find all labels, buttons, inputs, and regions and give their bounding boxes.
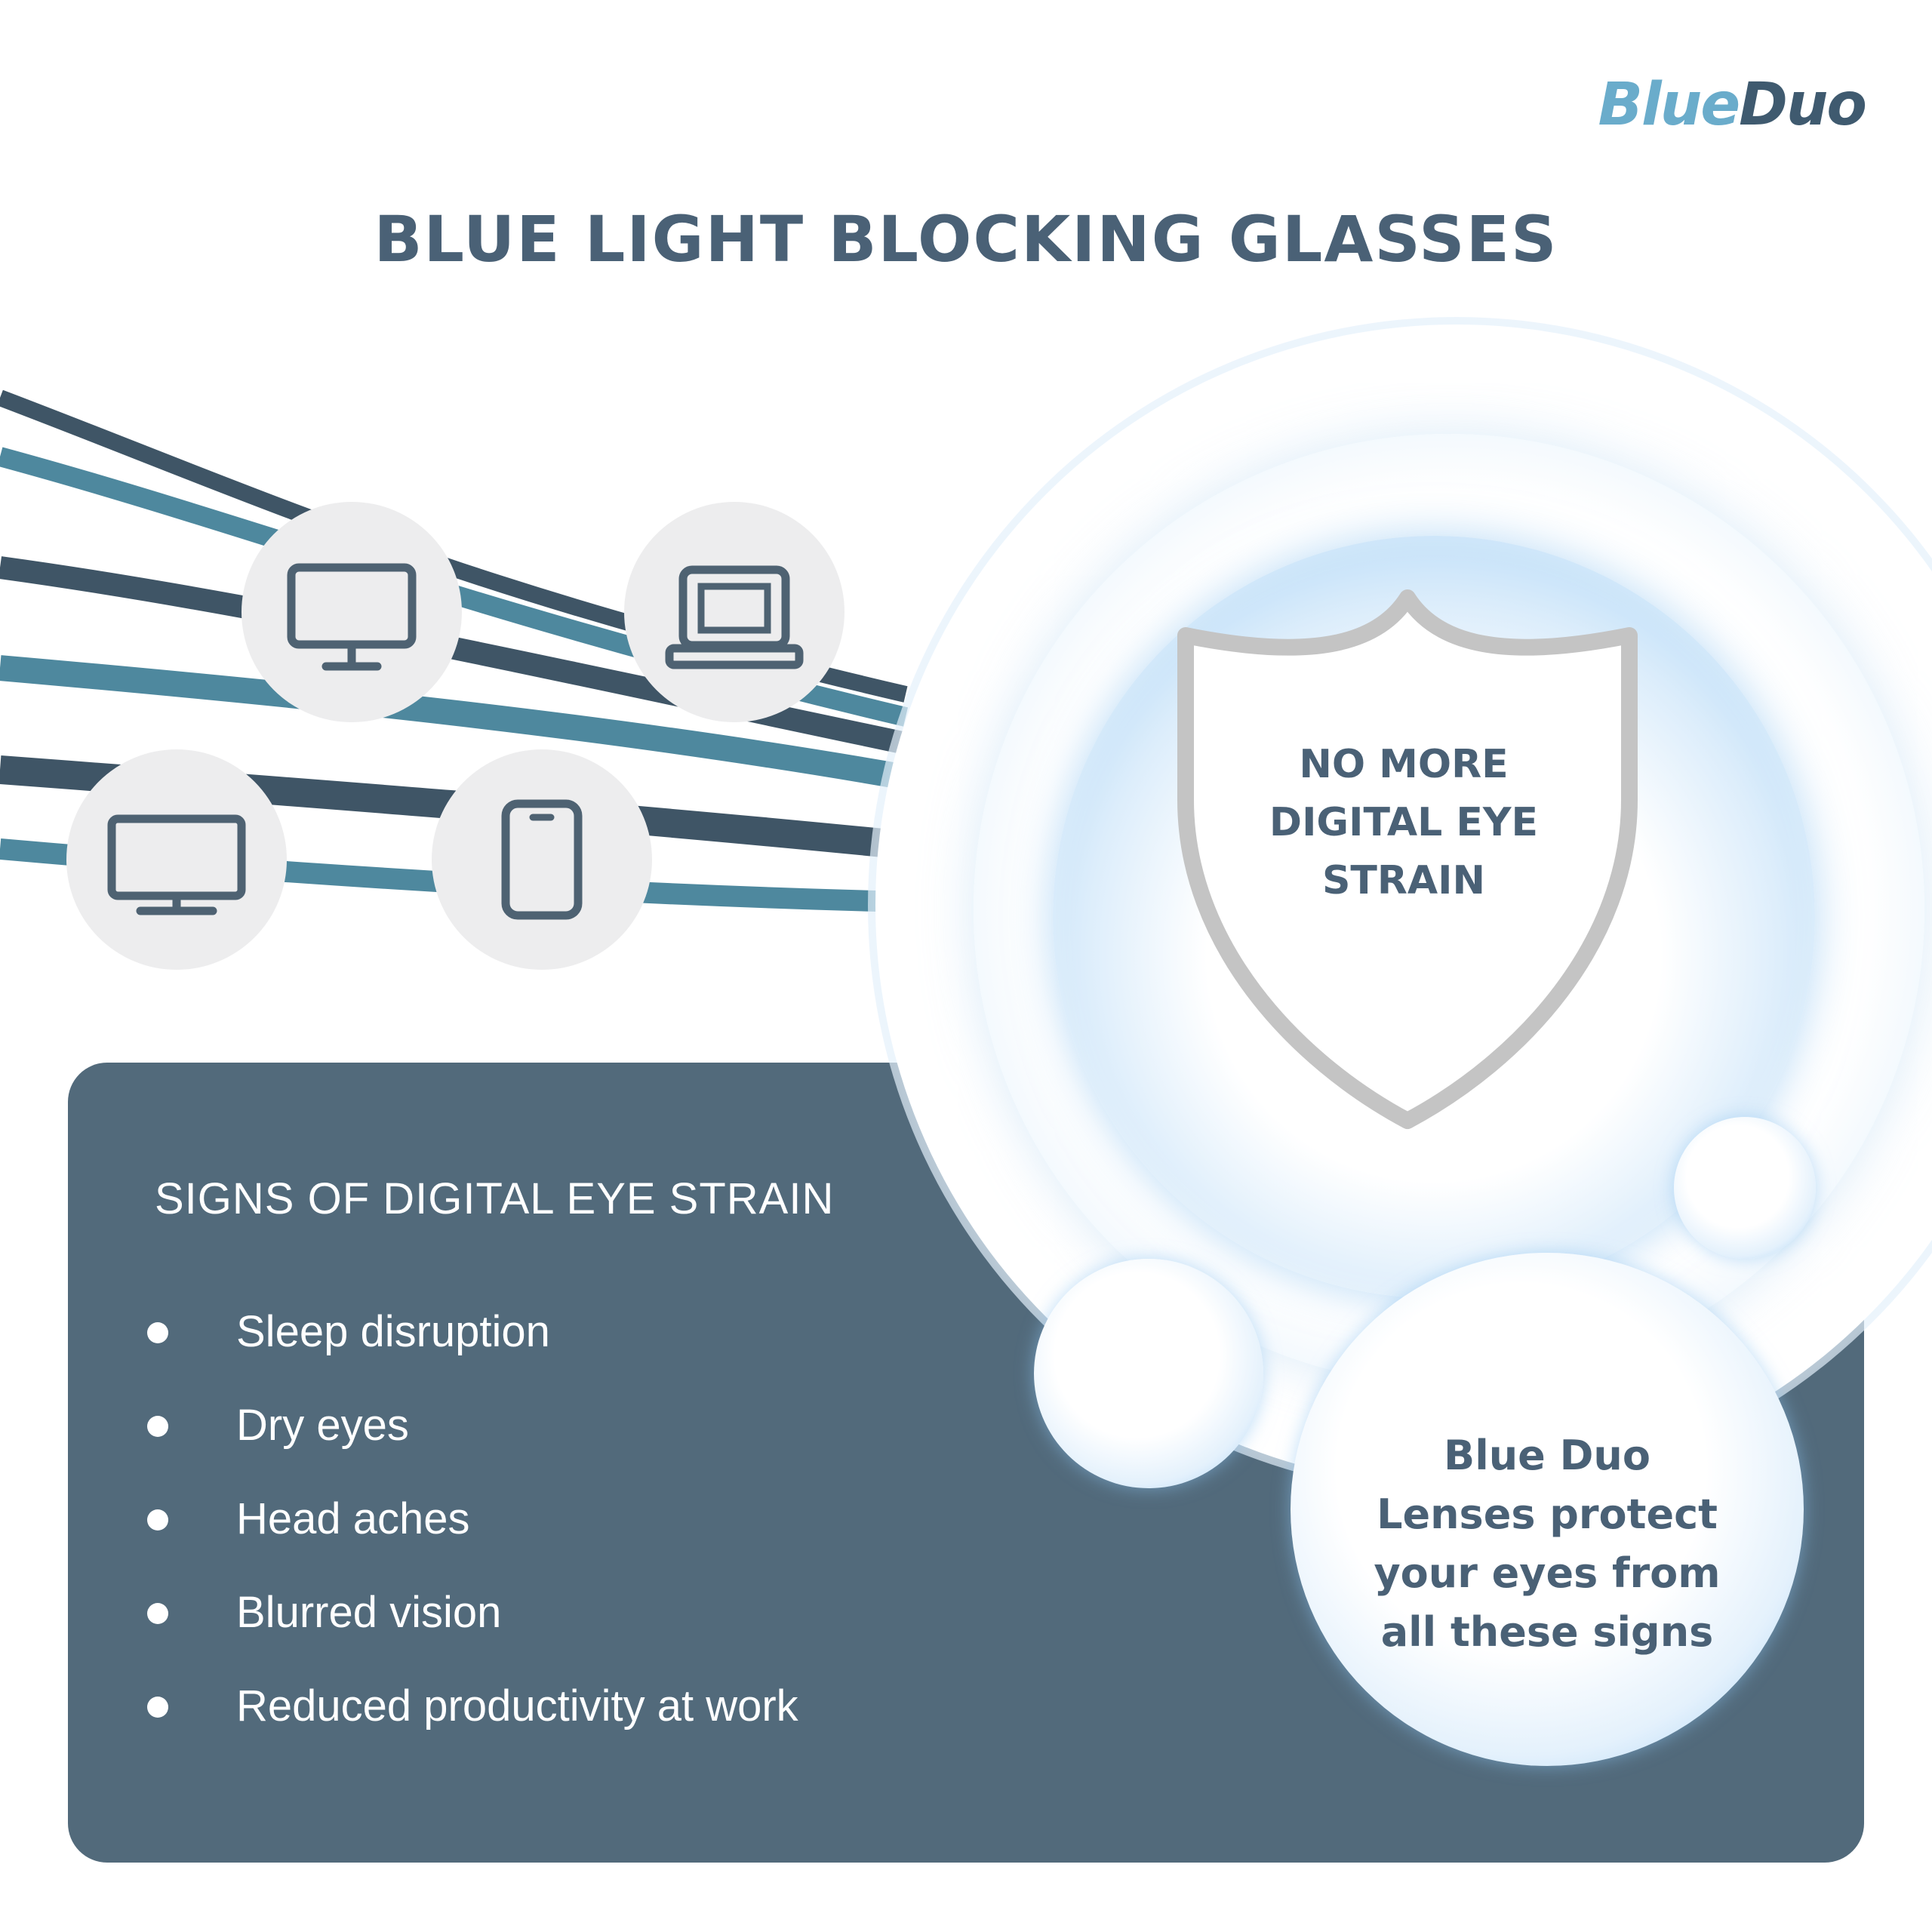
shield-line-1: NO MORE (1299, 742, 1509, 787)
laptop-icon (665, 565, 804, 669)
protect-line-3: your eyes from (1374, 1549, 1721, 1597)
list-item: Sleep disruption (147, 1298, 798, 1392)
bubble-small (1674, 1117, 1816, 1259)
desktop-monitor-icon (287, 563, 417, 671)
bullet-icon (147, 1322, 168, 1343)
tv-icon (107, 814, 246, 915)
signs-heading: SIGNS OF DIGITAL EYE STRAIN (155, 1174, 835, 1223)
bullet-icon (147, 1509, 168, 1531)
logo-duo-text: Duo (1739, 71, 1867, 139)
list-item: Dry eyes (147, 1392, 798, 1485)
list-item-label: Head aches (236, 1494, 470, 1543)
shield-icon (1177, 589, 1638, 1129)
list-item-label: Reduced productivity at work (236, 1681, 798, 1730)
protect-line-4: all these signs (1380, 1608, 1714, 1656)
device-desktop (242, 502, 462, 722)
bullet-icon (147, 1697, 168, 1718)
shield-message: NO MORE DIGITAL EYE STRAIN (1177, 736, 1630, 910)
smartphone-icon (501, 799, 583, 920)
list-item: Head aches (147, 1485, 798, 1579)
shield-line-2: DIGITAL EYE (1269, 800, 1539, 845)
bubble-large (1291, 1253, 1804, 1766)
protect-message: Blue Duo Lenses protect your eyes from a… (1313, 1426, 1781, 1662)
wave-teal-2 (0, 655, 908, 790)
list-item-label: Blurred vision (236, 1588, 502, 1637)
bullet-icon (147, 1416, 168, 1437)
device-laptop (624, 502, 844, 722)
device-tv (66, 749, 287, 970)
bubble-medium (1034, 1259, 1263, 1488)
protect-line-1: Blue Duo (1444, 1432, 1651, 1479)
signs-list: Sleep disruption Dry eyes Head aches Blu… (147, 1298, 798, 1766)
device-smartphone (432, 749, 652, 970)
brand-logo: BlueDuo (1598, 75, 1867, 134)
page-title: BLUE LIGHT BLOCKING GLASSES (374, 202, 1558, 276)
list-item: Blurred vision (147, 1579, 798, 1672)
list-item-label: Dry eyes (236, 1401, 409, 1450)
list-item: Reduced productivity at work (147, 1672, 798, 1766)
bullet-icon (147, 1603, 168, 1624)
list-item-label: Sleep disruption (236, 1307, 550, 1356)
protect-line-2: Lenses protect (1377, 1491, 1718, 1538)
logo-blue-text: Blue (1598, 71, 1741, 139)
shield-line-3: STRAIN (1321, 858, 1486, 903)
